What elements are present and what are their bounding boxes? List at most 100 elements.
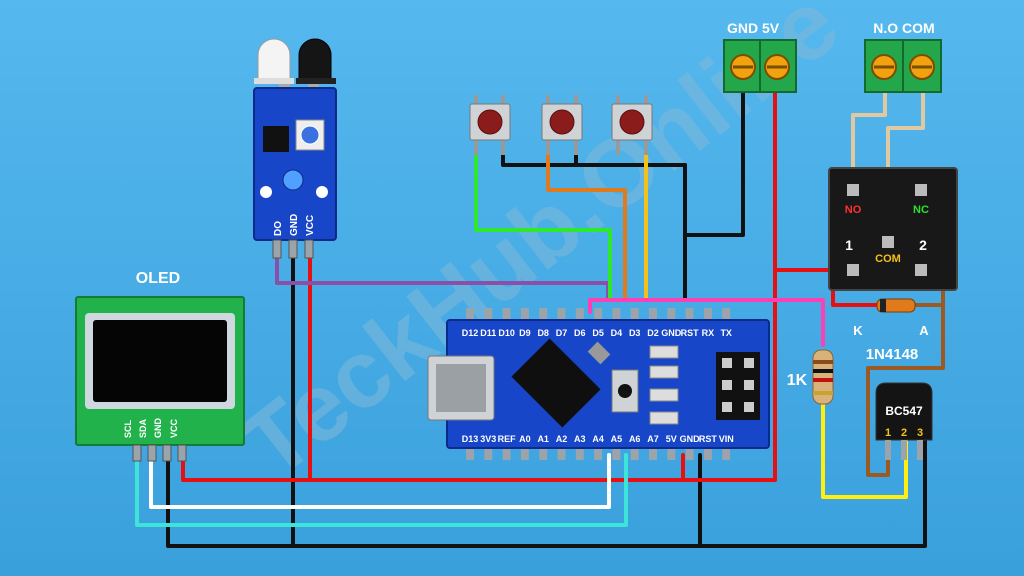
arduino-top-header-pin [685,308,694,322]
arduino-bottom-header-pin [575,446,584,460]
arduino-bottom-pin-label: A0 [519,434,531,444]
arduino-top-header-pin [703,308,712,322]
arduino-top-header-pin [520,308,529,322]
oled-pins: SCL SDA GND VCC [123,418,179,439]
arduino-bottom-header-pin [594,446,603,460]
arduino-top-pin-label: D2 [647,328,659,338]
oled-pin-sda: SDA [138,418,148,438]
arduino-bottom-pin-label: 3V3 [480,434,496,444]
wire-base [821,403,908,499]
arduino-bottom-header-pin [502,446,511,460]
arduino-top-pin-label: TX [720,328,732,338]
arduino-bottom-pin-label: GND [680,434,701,444]
arduino-bottom-pin-label: A2 [556,434,568,444]
arduino-top-pin-label: D6 [574,328,586,338]
arduino-top-pin-label: D5 [592,328,604,338]
push-buttons [469,95,653,155]
ir-pin-gnd: GND [289,214,300,236]
wire-ground-bus [166,438,927,548]
arduino-top-header-pin [466,308,474,322]
transistor-pin-3: 3 [917,427,923,439]
transistor: BC547 1 2 3 [875,382,933,460]
arduino-top-pin-label: D7 [556,328,568,338]
arduino-bottom-header-pin [722,446,731,460]
ir-chip [263,126,289,152]
power-terminal-label: GND 5V [727,20,780,36]
arduino-top-pin-label: RX [702,328,715,338]
arduino-top-header-pin [557,308,566,322]
arduino-top-header-pin [630,308,639,322]
arduino-top-header-pin [667,308,676,322]
arduino-top-pin-label: D3 [629,328,641,338]
relay-nc-label: NC [913,204,929,216]
arduino-bottom-pin-label: RST [699,434,718,444]
arduino-top-header-pin [502,308,511,322]
arduino-bottom-header-pin [630,446,639,460]
arduino-top-header-pin [575,308,584,322]
wire-scl [135,453,628,527]
ir-pin-do: DO [273,221,284,236]
arduino-top-pin-label: D9 [519,328,531,338]
arduino-top-pin-label: RST [681,328,700,338]
diode-a-label: A [919,323,929,338]
arduino-top-header-pin [612,308,621,322]
arduino-top-header-pin [539,308,548,322]
arduino-bottom-pin-label: VIN [719,434,734,444]
wire-sda [149,453,611,509]
arduino-bottom-pin-label: D13 [462,434,479,444]
arduino-bottom-pin-label: A7 [647,434,659,444]
ir-pin-vcc: VCC [305,215,316,236]
arduino-bottom-header-pin [612,446,621,460]
arduino-bottom-pin-label: A4 [592,434,604,444]
ir-pins: DO GND VCC [273,214,316,236]
oled-screen [93,320,227,402]
arduino-top-pin-label: D11 [480,328,496,338]
diode: K A 1N4148 [853,298,929,363]
relay-coil1-label: 1 [845,237,853,253]
ir-sensor-module: DO GND VCC [253,38,337,259]
wire-button1 [474,148,612,302]
arduino-bottom-pin-label: A6 [629,434,641,444]
transistor-pin-1: 1 [885,427,891,439]
arduino-bottom-pin-label: 5V [666,434,677,444]
resistor-value: 1K [787,372,808,389]
wire-vcc-relay [181,268,852,482]
arduino-top-header-pin [649,308,657,322]
arduino-top-pin-label: D10 [498,328,515,338]
push-button-1 [469,95,511,155]
smd-components [649,345,679,425]
arduino-bottom-pin-label: A1 [537,434,549,444]
push-button-2 [541,95,583,155]
power-terminal: GND 5V [723,20,797,93]
arduino-bottom-pin-label: A3 [574,434,586,444]
wire-button2 [546,148,627,302]
transistor-pin-2: 2 [901,427,907,439]
arduino-top-pin-label: GND [661,328,682,338]
arduino-top-header-pin [722,308,731,322]
arduino-bottom-header-pin [466,446,474,460]
crystal [587,341,611,365]
ir-led-white [257,38,291,81]
arduino-bottom-header-pin [520,446,529,460]
diode-k-label: K [853,323,863,338]
relay-no-label: NO [845,204,862,216]
arduino-bottom-header-pin [649,446,657,460]
arduino-top-pin-label: D8 [537,328,549,338]
relay: NO NC COM 1 2 [828,167,958,291]
arduino-top-header-pin [594,308,603,322]
arduino-top-header-pin [484,308,493,322]
wire-pink-resistor [588,298,825,347]
oled-module: OLED SCL SDA GND VCC [75,270,245,462]
resistor: 1K [787,349,834,405]
arduino-bottom-header-pin [484,446,493,460]
arduino-bottom-header-pin [667,446,676,460]
arduino-bottom-pin-label: REF [498,434,517,444]
icsp-header [716,352,760,420]
arduino-bottom-header-pin [685,446,694,460]
mcu-chip [511,338,601,428]
diode-name: 1N4148 [866,346,919,363]
transistor-name: BC547 [885,404,923,418]
